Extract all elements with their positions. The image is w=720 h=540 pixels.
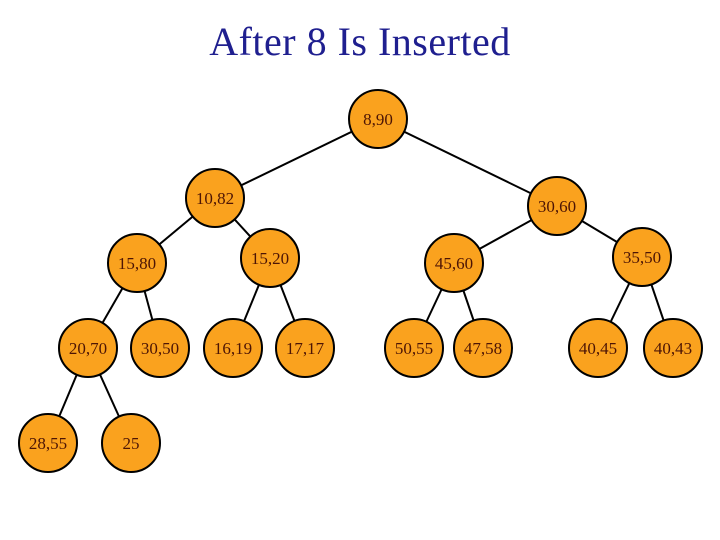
tree-node-label: 15,80 bbox=[117, 254, 157, 273]
tree-node: 10,82 bbox=[185, 168, 245, 228]
tree-node: 30,60 bbox=[527, 176, 587, 236]
tree-node-label: 30,60 bbox=[537, 197, 577, 216]
slide-title: After 8 Is Inserted bbox=[209, 19, 511, 64]
tree-node: 25 bbox=[101, 413, 161, 473]
tree-node: 20,70 bbox=[58, 318, 118, 378]
tree-node-label: 28,55 bbox=[28, 434, 68, 453]
tree-node-label: 35,50 bbox=[622, 248, 662, 267]
tree-node: 15,20 bbox=[240, 228, 300, 288]
tree-edge bbox=[377, 118, 558, 207]
tree-node: 28,55 bbox=[18, 413, 78, 473]
tree-node-label: 40,43 bbox=[653, 339, 693, 358]
tree-node-label: 15,20 bbox=[250, 249, 290, 268]
tree-node: 40,43 bbox=[643, 318, 703, 378]
tree-node: 50,55 bbox=[384, 318, 444, 378]
tree-node: 40,45 bbox=[568, 318, 628, 378]
tree-node-label: 16,19 bbox=[213, 339, 253, 358]
tree-node-label: 47,58 bbox=[463, 339, 503, 358]
tree-node: 8,90 bbox=[348, 89, 408, 149]
tree-node: 47,58 bbox=[453, 318, 513, 378]
tree-node: 15,80 bbox=[107, 233, 167, 293]
tree-node: 45,60 bbox=[424, 233, 484, 293]
tree-node-label: 8,90 bbox=[363, 110, 393, 129]
tree-node-label: 10,82 bbox=[195, 189, 235, 208]
tree-node-label: 20,70 bbox=[68, 339, 108, 358]
tree-node-label: 30,50 bbox=[140, 339, 180, 358]
tree-node: 30,50 bbox=[130, 318, 190, 378]
tree-node: 35,50 bbox=[612, 227, 672, 287]
tree-node-label: 45,60 bbox=[434, 254, 474, 273]
tree-node-label: 25 bbox=[122, 434, 140, 453]
tree-node: 16,19 bbox=[203, 318, 263, 378]
tree-node-label: 40,45 bbox=[578, 339, 618, 358]
tree-node-label: 17,17 bbox=[285, 339, 325, 358]
tree-node: 17,17 bbox=[275, 318, 335, 378]
tree-node-label: 50,55 bbox=[394, 339, 434, 358]
